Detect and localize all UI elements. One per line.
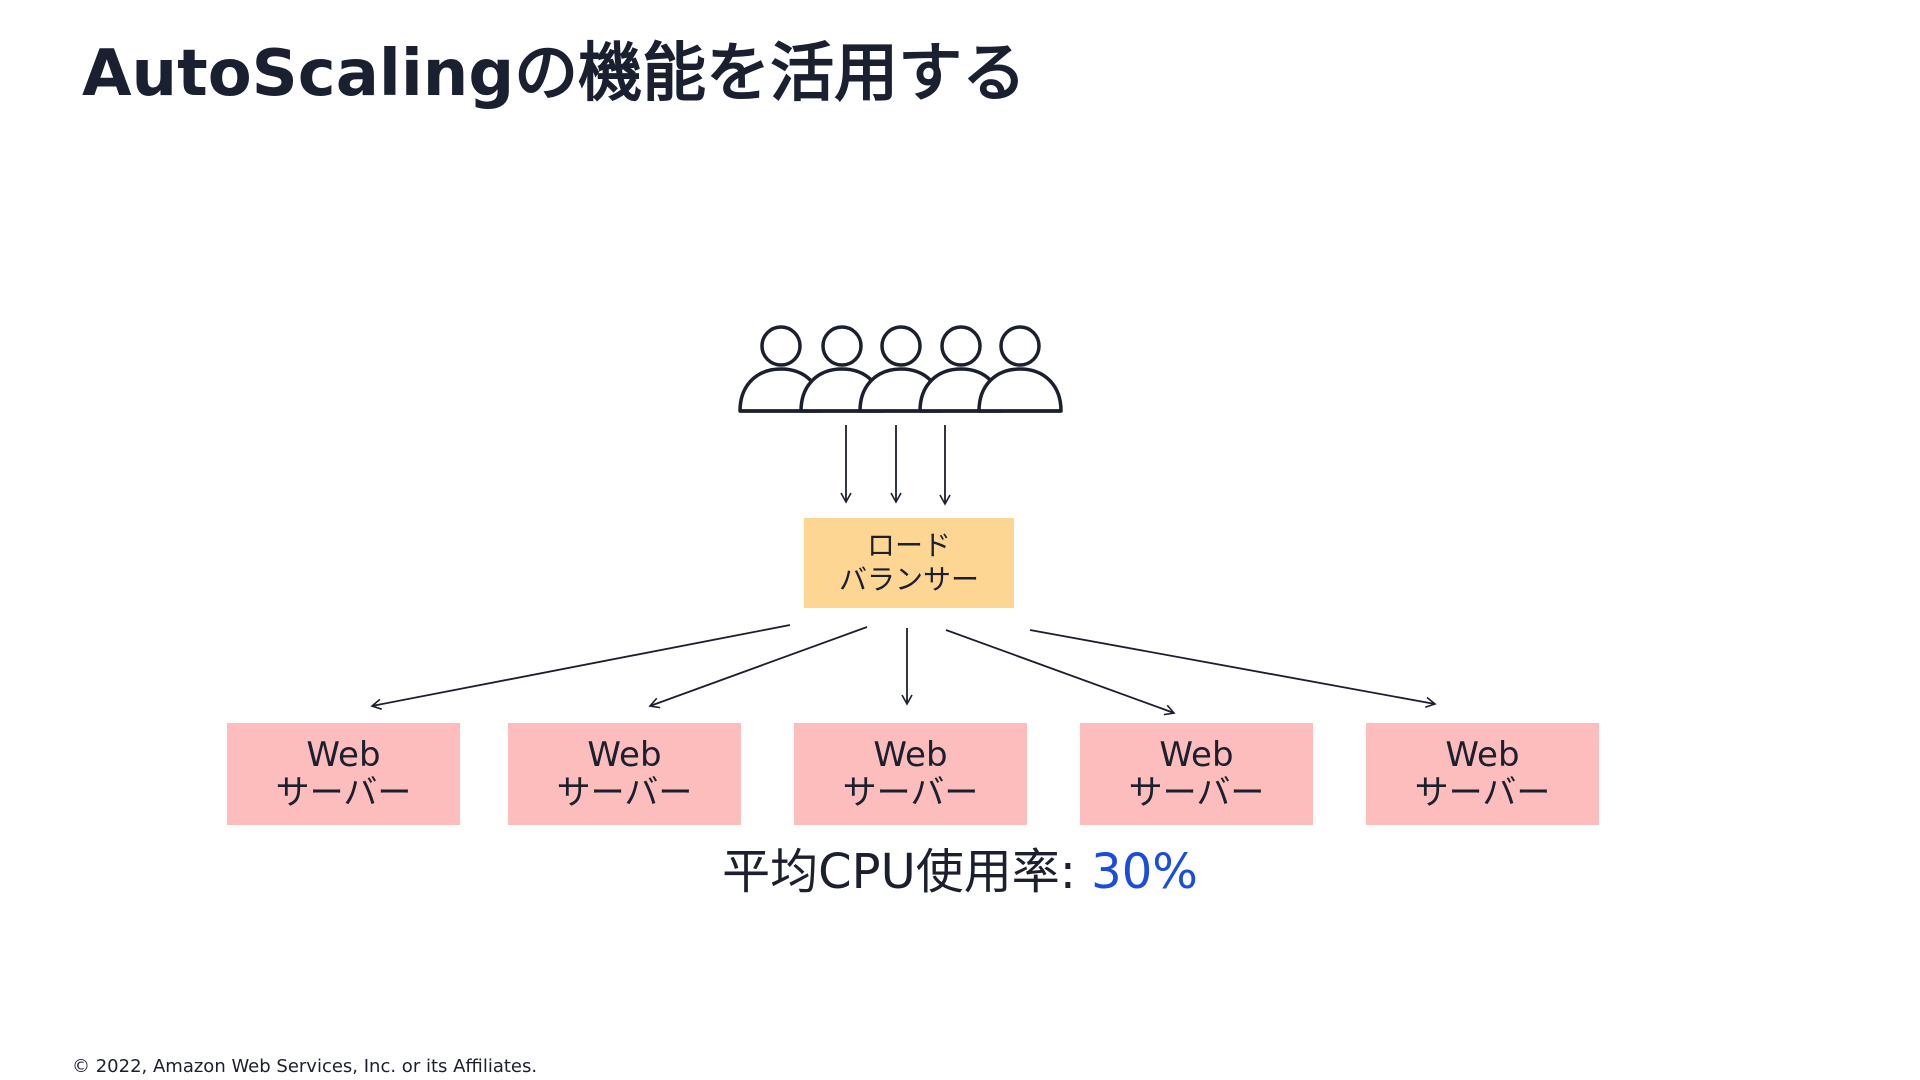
web-server-label-line1: Web xyxy=(1159,735,1234,775)
arrow-lb-to-server-1 xyxy=(370,624,791,710)
web-server-label-line1: Web xyxy=(873,735,948,775)
web-server-box-3: Web サーバー xyxy=(794,723,1027,825)
users-group-icon xyxy=(738,325,1063,413)
load-balancer-label-line2: バランサー xyxy=(838,563,979,596)
page-title: AutoScalingの機能を活用する xyxy=(82,37,1027,111)
web-server-label-line2: サーバー xyxy=(275,773,412,813)
cpu-usage-value: 30% xyxy=(1091,844,1198,900)
arrow-lb-to-server-5 xyxy=(1029,629,1437,709)
web-server-label-line2: サーバー xyxy=(1128,773,1265,813)
web-server-label-line2: サーバー xyxy=(1414,773,1551,813)
web-server-box-4: Web サーバー xyxy=(1080,723,1313,825)
web-server-label-line1: Web xyxy=(1445,735,1520,775)
arrow-lb-to-server-2 xyxy=(648,626,868,709)
web-server-box-5: Web サーバー xyxy=(1366,723,1599,825)
web-server-box-1: Web サーバー xyxy=(227,723,460,825)
load-balancer-box: ロード バランサー xyxy=(804,518,1014,608)
web-server-label-line1: Web xyxy=(587,735,662,775)
copyright-footer: © 2022, Amazon Web Services, Inc. or its… xyxy=(72,1056,538,1077)
load-balancer-label-line1: ロード xyxy=(866,529,951,562)
cpu-usage-label: 平均CPU使用率: xyxy=(722,844,1092,900)
cpu-usage-caption: 平均CPU使用率: 30% xyxy=(0,832,1920,902)
arrow-lb-to-server-4 xyxy=(945,629,1176,716)
web-server-label-line1: Web xyxy=(306,735,381,775)
web-server-box-2: Web サーバー xyxy=(508,723,741,825)
web-server-label-line2: サーバー xyxy=(842,773,979,813)
web-server-label-line2: サーバー xyxy=(556,773,693,813)
